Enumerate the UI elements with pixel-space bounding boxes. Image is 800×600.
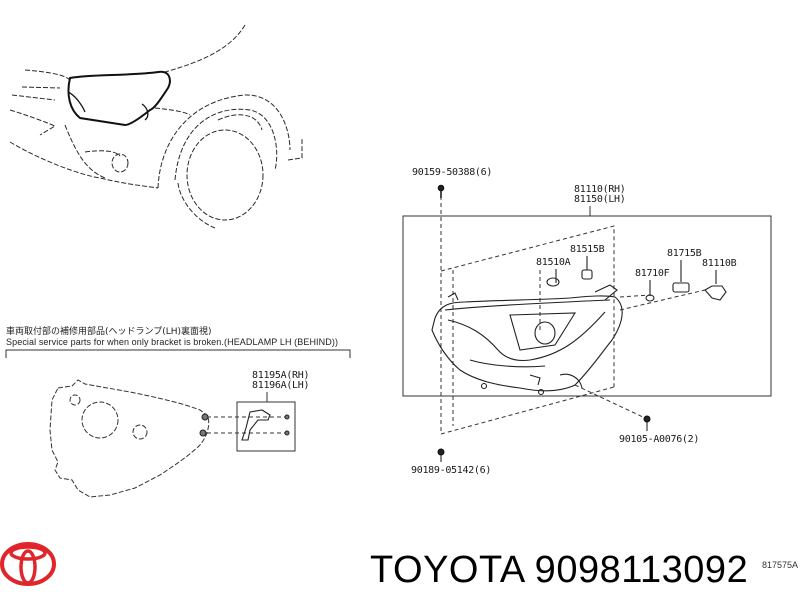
bracket-box: [236, 401, 296, 452]
bracket-part-icon: [241, 409, 271, 441]
assembly-box: [402, 215, 772, 397]
socket-81715b-icon: [672, 282, 690, 293]
label-screw-right: 90105-A0076(2): [619, 434, 700, 445]
socket-81515b-icon: [581, 269, 593, 280]
cap-81510a-icon: [546, 277, 560, 287]
wheel-arch: [157, 94, 291, 189]
service-parts-bracket: [5, 349, 351, 358]
screw-bottom-icon: [437, 448, 445, 456]
bulb-81710f-icon: [645, 294, 655, 302]
label-headlamp-rh: 81110(RH): [574, 184, 626, 195]
label-bracket-lh: 81196A(LH): [252, 380, 310, 391]
wheel: [186, 129, 264, 221]
label-81515b: 81515B: [570, 244, 605, 255]
bulb-81110b-icon: [704, 285, 727, 301]
screw-top-icon: [437, 184, 445, 192]
car-headlamp-highlight: [67, 70, 171, 127]
service-note-english: Special service parts for when only brac…: [6, 337, 339, 347]
label-81715b: 81715B: [667, 248, 702, 259]
label-81510a: 81510A: [536, 257, 571, 268]
brand-part-number: TOYOTA 9098113092: [370, 549, 749, 591]
illustration-id: 817575A: [761, 560, 798, 570]
label-81710f: 81710F: [635, 268, 670, 279]
hood-line: [164, 24, 246, 73]
label-81110b: 81110B: [702, 258, 737, 269]
headlamp-rear-outline: [49, 379, 210, 498]
service-note-japanese: 車両取付部の補修用部品(ヘッドランプ(LH)裏面視): [6, 327, 212, 337]
fog-lamp: [111, 153, 129, 173]
label-screw-bottom: 90189-05142(6): [411, 465, 492, 476]
headlamp-assembly-drawing: [431, 284, 623, 396]
label-screw-top: 90159-50388(6): [412, 167, 493, 178]
label-headlamp-lh: 81150(LH): [574, 194, 626, 205]
screw-right-icon: [643, 415, 651, 423]
label-bracket-rh: 81195A(RH): [252, 370, 310, 381]
toyota-logo-icon: [0, 542, 56, 586]
